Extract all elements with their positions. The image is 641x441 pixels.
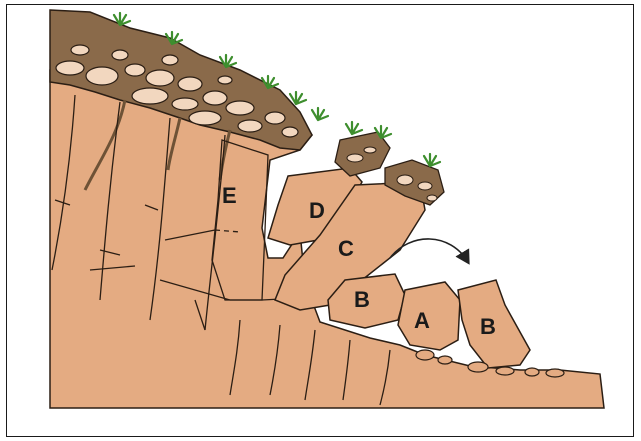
- label-block-D: D: [309, 198, 325, 223]
- label-block-A: A: [414, 308, 430, 333]
- label-block-B-right: B: [480, 314, 496, 339]
- label-block-C: C: [338, 236, 354, 261]
- label-block-E: E: [222, 183, 237, 208]
- label-block-B-left: B: [354, 287, 370, 312]
